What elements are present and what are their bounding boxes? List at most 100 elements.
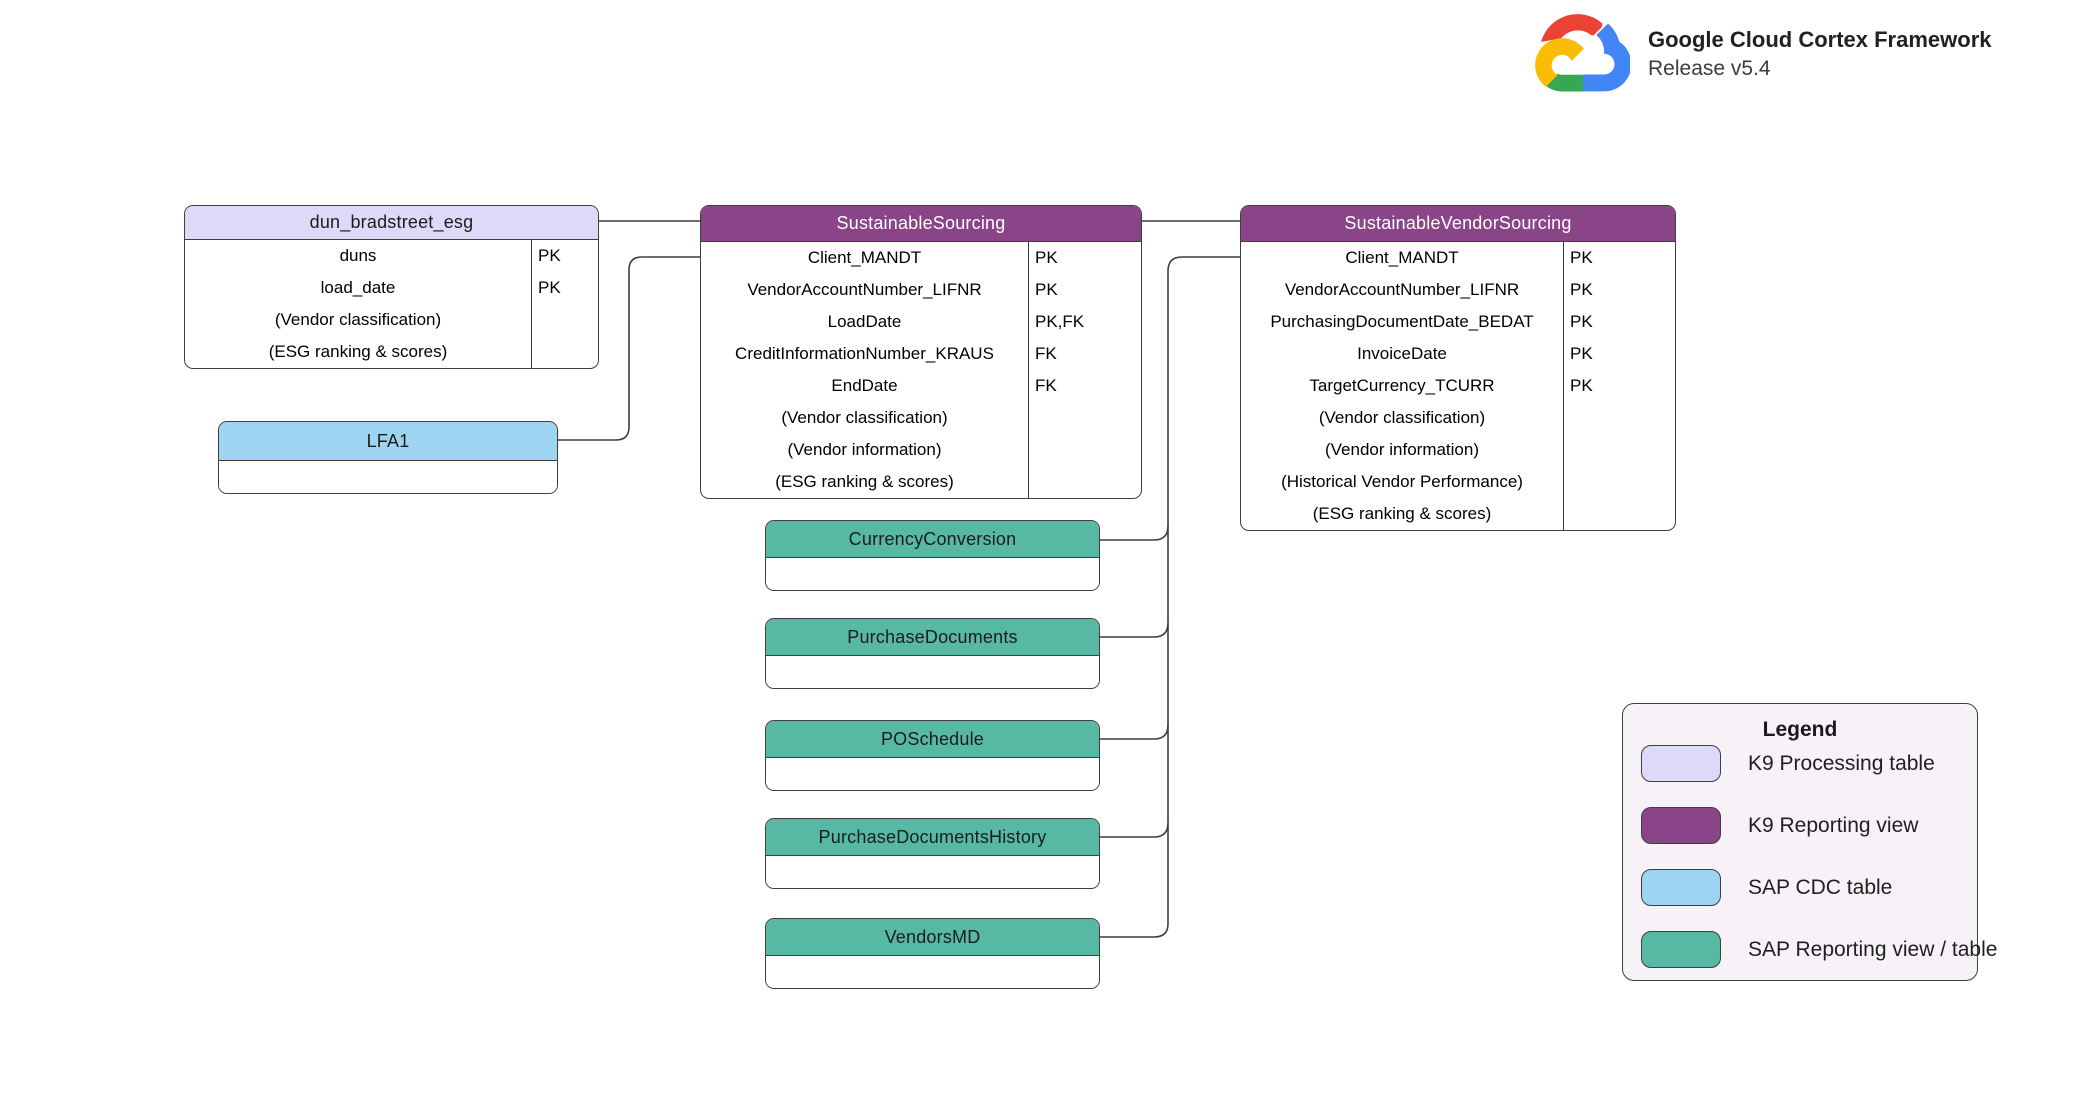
table-header: VendorsMD <box>766 919 1099 956</box>
table-sustainablevendorsourcing: SustainableVendorSourcing Client_MANDT P… <box>1240 205 1676 531</box>
key-flag: FK <box>1035 376 1057 395</box>
table-row: VendorAccountNumber_LIFNR PK <box>701 274 1141 306</box>
connector-lfa1-to-sustainablesourcing <box>558 256 700 441</box>
column-name: EndDate <box>831 376 898 395</box>
table-row: load_date PK <box>185 272 598 304</box>
key-column-divider <box>1028 242 1029 498</box>
table-row: (ESG ranking & scores) <box>1241 498 1675 530</box>
column-name: (Vendor information) <box>1324 440 1480 459</box>
key-flag: PK <box>538 246 561 265</box>
key-flag: PK <box>1570 312 1593 331</box>
key-column-divider <box>1563 242 1564 530</box>
table-sustainablesourcing: SustainableSourcing Client_MANDT PK Vend… <box>700 205 1142 499</box>
sap-reporting-swatch <box>1641 931 1721 968</box>
table-row: Client_MANDT PK <box>701 242 1141 274</box>
table-purchasedocumentshistory: PurchaseDocumentsHistory <box>765 818 1100 889</box>
key-flag: PK <box>538 278 561 297</box>
table-header: LFA1 <box>219 422 557 461</box>
key-flag: PK <box>1035 248 1058 267</box>
table-row: (Vendor information) <box>701 434 1141 466</box>
column-name: (Vendor classification) <box>1318 408 1486 427</box>
column-name: (ESG ranking & scores) <box>268 342 448 361</box>
table-empty-body <box>766 758 1099 790</box>
legend-item: K9 Reporting view <box>1641 807 1918 844</box>
table-empty-body <box>766 956 1099 988</box>
legend-label: K9 Processing table <box>1748 751 1935 775</box>
legend: Legend K9 Processing table K9 Reporting … <box>1622 703 1997 981</box>
key-flag: PK <box>1570 376 1593 395</box>
table-dun-bradstreet-esg: dun_bradstreet_esg duns PK load_date PK … <box>184 205 599 369</box>
key-flag: PK,FK <box>1035 312 1085 331</box>
table-row: Client_MANDT PK <box>1241 242 1675 274</box>
legend-item: SAP Reporting view / table <box>1641 931 1997 968</box>
table-row: PurchasingDocumentDate_BEDAT PK <box>1241 306 1675 338</box>
brand-release-version: Release v5.4 <box>1648 57 1771 80</box>
table-header: PurchaseDocumentsHistory <box>766 819 1099 856</box>
table-header: PurchaseDocuments <box>766 619 1099 656</box>
table-row: LoadDate PK,FK <box>701 306 1141 338</box>
table-empty-body <box>766 558 1099 590</box>
table-row: InvoiceDate PK <box>1241 338 1675 370</box>
table-header: SustainableVendorSourcing <box>1241 206 1675 242</box>
legend-title: Legend <box>1762 718 1838 741</box>
table-row: EndDate FK <box>701 370 1141 402</box>
column-name: (Historical Vendor Performance) <box>1281 472 1523 491</box>
table-empty-body <box>766 656 1099 688</box>
table-vendorsmd: VendorsMD <box>765 918 1100 989</box>
sap-cdc-swatch <box>1641 869 1721 906</box>
column-name: (ESG ranking & scores) <box>775 472 954 491</box>
table-poschedule: POSchedule <box>765 720 1100 791</box>
connector-purchasedocumentshistory-branch <box>1100 822 1169 838</box>
table-header: CurrencyConversion <box>766 521 1099 558</box>
table-row: (Vendor classification) <box>701 402 1141 434</box>
key-flag: PK <box>1570 248 1593 267</box>
table-header: dun_bradstreet_esg <box>185 206 598 240</box>
column-name: Client_MANDT <box>1345 248 1459 267</box>
legend-item: K9 Processing table <box>1641 745 1935 782</box>
key-flag: PK <box>1570 280 1593 299</box>
table-header: SustainableSourcing <box>701 206 1141 242</box>
k9-reporting-swatch <box>1641 807 1721 844</box>
connector-currencyconversion-branch <box>1100 525 1169 541</box>
table-row: VendorAccountNumber_LIFNR PK <box>1241 274 1675 306</box>
legend-label: SAP CDC table <box>1748 875 1893 899</box>
column-name: duns <box>339 246 377 265</box>
column-name: (Vendor information) <box>787 440 942 459</box>
table-empty-body <box>766 856 1099 888</box>
legend-item: SAP CDC table <box>1641 869 1892 906</box>
brand-title: Google Cloud Cortex Framework <box>1648 27 1992 52</box>
column-name: TargetCurrency_TCURR <box>1309 376 1495 395</box>
table-purchasedocuments: PurchaseDocuments <box>765 618 1100 689</box>
column-name: (Vendor classification) <box>781 408 948 427</box>
column-name: LoadDate <box>827 312 902 331</box>
table-row: (Vendor classification) <box>185 304 598 336</box>
table-row: (ESG ranking & scores) <box>701 466 1141 498</box>
key-flag: PK <box>1035 280 1058 299</box>
legend-label: K9 Reporting view <box>1748 813 1919 837</box>
table-row: duns PK <box>185 240 598 272</box>
key-flag: FK <box>1035 344 1057 363</box>
table-row: (ESG ranking & scores) <box>185 336 598 368</box>
column-name: InvoiceDate <box>1357 344 1447 363</box>
column-name: load_date <box>320 278 396 297</box>
column-name: VendorAccountNumber_LIFNR <box>747 280 982 299</box>
table-empty-body <box>219 461 557 493</box>
key-column-divider <box>531 240 532 368</box>
column-name: VendorAccountNumber_LIFNR <box>1284 280 1520 299</box>
table-currencyconversion: CurrencyConversion <box>765 520 1100 591</box>
connector-purchasedocuments-branch <box>1100 622 1169 638</box>
column-name: (Vendor classification) <box>274 310 442 329</box>
k9-processing-swatch <box>1641 745 1721 782</box>
legend-label: SAP Reporting view / table <box>1748 937 1998 961</box>
key-flag: PK <box>1570 344 1593 363</box>
table-row: TargetCurrency_TCURR PK <box>1241 370 1675 402</box>
table-lfa1: LFA1 <box>218 421 558 494</box>
column-name: (ESG ranking & scores) <box>1312 504 1492 523</box>
column-name: CreditInformationNumber_KRAUS <box>735 344 994 363</box>
table-row: (Vendor information) <box>1241 434 1675 466</box>
google-cloud-logo-icon <box>1535 14 1630 92</box>
table-row: CreditInformationNumber_KRAUS FK <box>701 338 1141 370</box>
branding: Google Cloud Cortex Framework Release v5… <box>1532 14 1992 93</box>
